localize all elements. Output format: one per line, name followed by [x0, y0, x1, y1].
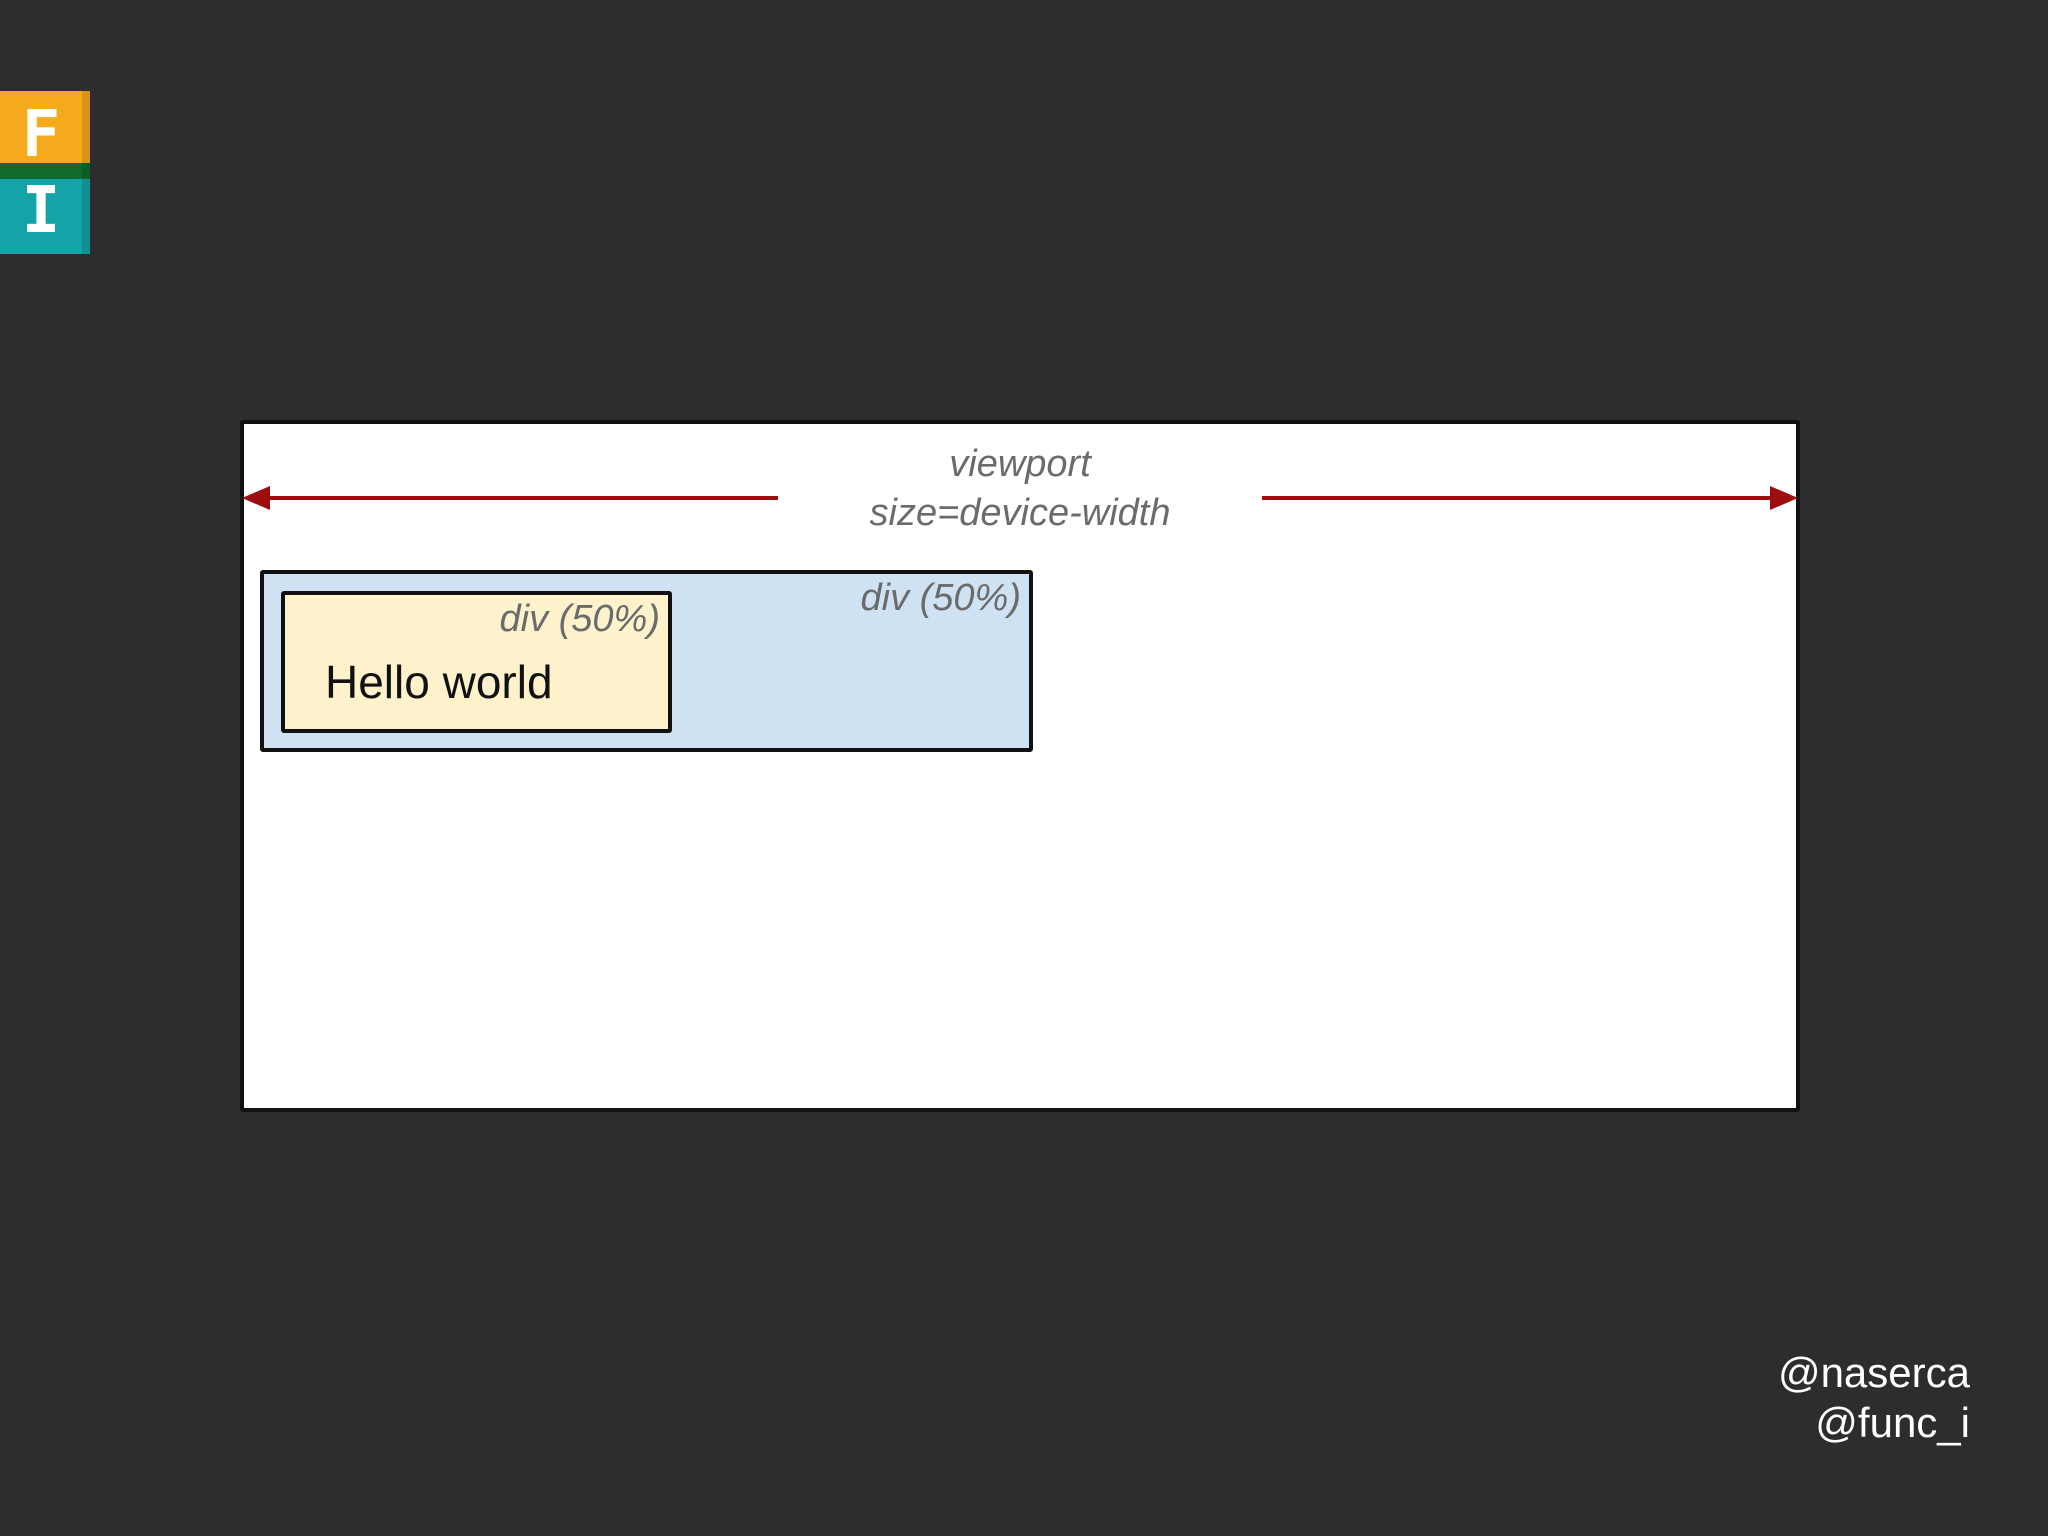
left-arrowhead: [242, 486, 270, 510]
viewport-label: viewport size=device-width: [780, 440, 1260, 538]
viewport-label-line1: viewport: [949, 443, 1091, 485]
handle-naserca: @naserca: [1777, 1349, 1970, 1396]
author-handles: @naserca @func_i: [1778, 1348, 1970, 1448]
outer-div-label: div (50%): [860, 577, 1022, 619]
logo-letter-f: F: [21, 98, 61, 172]
viewport-label-line2: size=device-width: [869, 492, 1171, 534]
inner-div-label: div (50%): [499, 598, 661, 640]
logo-top-block: [0, 91, 90, 163]
logo: F I: [0, 91, 90, 254]
hello-world-text: Hello world: [325, 656, 553, 708]
logo-bottom-block: [0, 179, 90, 254]
logo-letter-i: I: [21, 174, 61, 248]
viewport-width-arrows: [242, 486, 1798, 510]
right-arrowhead: [1770, 486, 1798, 510]
logo-edge-shade: [82, 91, 90, 254]
inner-div-box: div (50%) Hello world: [281, 591, 672, 733]
viewport-box: [240, 420, 1800, 1112]
logo-divider-band: [0, 163, 90, 179]
handle-func-i: @func_i: [1815, 1399, 1970, 1446]
